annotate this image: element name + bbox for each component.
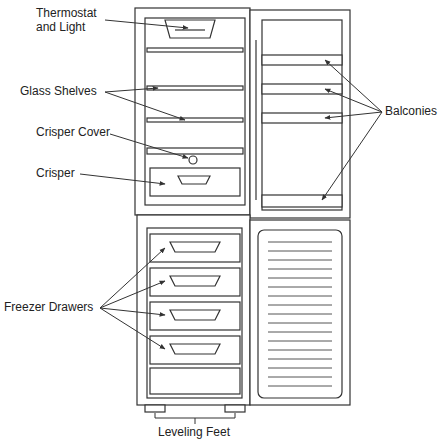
part-label: Glass Shelves bbox=[20, 84, 110, 98]
part-label: Balconies bbox=[385, 104, 447, 118]
part-label: Crisper bbox=[36, 166, 96, 180]
part-label: Freezer Drawers bbox=[4, 300, 104, 314]
fridge-body bbox=[135, 8, 350, 412]
freezer-door-ribs bbox=[268, 242, 332, 386]
part-label: Crisper Cover bbox=[36, 125, 126, 139]
part-label: Thermostat and Light bbox=[36, 6, 111, 34]
part-label: Leveling Feet bbox=[158, 425, 258, 439]
leader-lines bbox=[80, 20, 382, 349]
feet-bracket bbox=[155, 413, 235, 424]
